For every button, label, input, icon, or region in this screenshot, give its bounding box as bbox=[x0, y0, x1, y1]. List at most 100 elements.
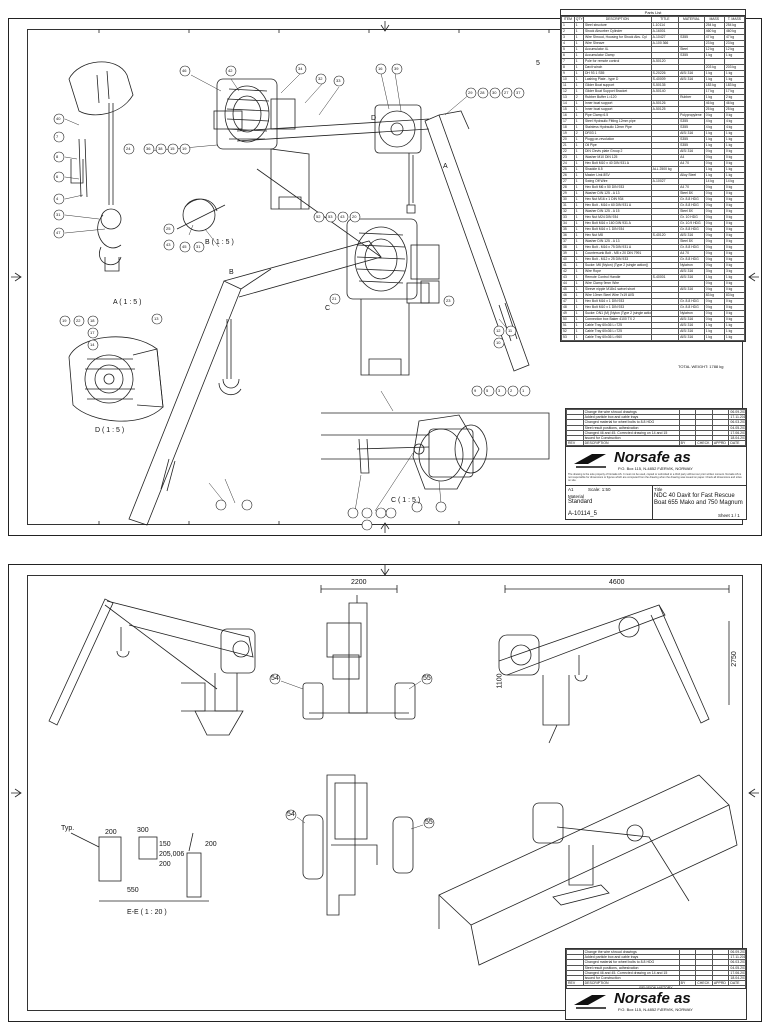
callout-number: 1 bbox=[522, 388, 525, 393]
parts-list-cell: 1 kg bbox=[703, 334, 725, 341]
material-label: Material bbox=[568, 494, 585, 499]
callout-number: 3 bbox=[498, 388, 501, 393]
divider bbox=[652, 485, 653, 519]
revision-cell: 17.11.2015 bbox=[728, 954, 746, 961]
revision-table-2: Change the wire shroud drawings06.09.201… bbox=[565, 948, 747, 993]
callout-number: 36 bbox=[146, 146, 151, 151]
revision-cell: 06.09.2015 bbox=[728, 408, 746, 416]
callout-number: 21 bbox=[332, 296, 337, 301]
callout-number: 42 bbox=[228, 68, 233, 73]
parts-list-table: Parts List ITEM QTY DESCRIPTION TITLE MA… bbox=[560, 9, 746, 342]
parts-list-cell: Wire Shroud, Housing for Shock Abs. Cyl bbox=[582, 34, 652, 41]
company-name: Norsafe as bbox=[614, 449, 691, 466]
sheet-tag: 5 bbox=[536, 60, 540, 67]
callout-number: 38 bbox=[158, 146, 163, 151]
dimension-detail-4: 200 bbox=[159, 861, 171, 868]
callout-number: 4 bbox=[56, 196, 59, 201]
callout-number: 17 bbox=[90, 330, 95, 335]
total-weight: TOTAL WEIGHT: 1788 kg bbox=[678, 364, 724, 369]
revision-cell: 06.09.2015 bbox=[728, 948, 746, 956]
revision-cell: 18.04.2014 bbox=[728, 434, 746, 442]
callout-55-right: 55 bbox=[423, 675, 431, 682]
callout-number: 20 bbox=[352, 214, 357, 219]
callout-number: 29 bbox=[468, 90, 473, 95]
revision-cell: Changed 46 and 45. Corrected drawing on … bbox=[582, 969, 680, 976]
section-letter-b: B bbox=[229, 269, 234, 276]
parts-list-cell: Sucke: M6 (Nylon) (Type 2 (single action… bbox=[582, 262, 652, 269]
callout-number: 53 bbox=[328, 214, 333, 219]
detail-d-label: D ( 1 : 5 ) bbox=[95, 427, 125, 434]
section-letter-c: C bbox=[325, 305, 331, 312]
revision-cell: 06.03.2016 bbox=[728, 959, 746, 966]
revision-cell: 04.05.2016 bbox=[728, 964, 746, 971]
dimension-detail-7: 205,006 bbox=[159, 851, 185, 858]
sheet-number: Sheet 1 / 1 bbox=[718, 513, 740, 518]
dimension-detail-5: 550 bbox=[127, 887, 139, 894]
parts-list-cell: Cable Tray 60x36 L=960 bbox=[582, 334, 652, 341]
callout-number: 22 bbox=[76, 318, 81, 323]
title-block-1: Norsafe as P.O. Box 115, N-4852 FÆRVIK, … bbox=[565, 446, 747, 520]
callout-number: 46 bbox=[182, 68, 187, 73]
drawing-number: A-10114_5 bbox=[568, 511, 597, 517]
callout-number: 33 bbox=[336, 78, 341, 83]
col-qty: QTY bbox=[573, 16, 584, 23]
parts-list-cell: Sucke: DN1 (M) (Nylon (Type 2 (single ac… bbox=[582, 310, 652, 317]
callout-number: 11 bbox=[508, 328, 513, 333]
section-letter-a: A bbox=[443, 163, 448, 170]
callout-number: 13 bbox=[154, 316, 159, 321]
callout-number: 18 bbox=[90, 318, 95, 323]
parts-list-cell: AISI 316 bbox=[678, 334, 705, 341]
title-label: Title bbox=[654, 487, 663, 492]
callout-number: 43 bbox=[340, 214, 345, 219]
callout-number: 31 bbox=[56, 212, 61, 217]
dimension-top-left: 2200 bbox=[351, 579, 367, 586]
dimension-detail-1: 300 bbox=[137, 827, 149, 834]
callout-number: 43 bbox=[166, 242, 171, 247]
callout-number: 9 bbox=[474, 388, 477, 393]
parts-list-cell: 1 kg bbox=[723, 334, 746, 341]
callout-number: 5 bbox=[486, 388, 489, 393]
material-value: Standard bbox=[568, 499, 593, 505]
callout-number: 15 bbox=[170, 146, 175, 151]
callout-number: 31 bbox=[196, 244, 201, 249]
company-address: P.O. Box 115, N-4852 FÆRVIK, NORWAY bbox=[618, 466, 693, 471]
section-letter-d: D bbox=[371, 115, 377, 122]
revision-cell: Changed 46 and 45. Corrected drawing on … bbox=[582, 429, 680, 436]
callout-number: 2 bbox=[510, 388, 513, 393]
drawing-sheet-2: 2200 4600 1100 2750 300 200 150 200 550 … bbox=[8, 564, 762, 1022]
callout-number: 39 bbox=[394, 66, 399, 71]
typ-label: Typ. bbox=[61, 825, 75, 832]
detail-c-label: C ( 1 : 5 ) bbox=[391, 497, 421, 504]
divider bbox=[566, 485, 746, 486]
dimension-top-right: 4600 bbox=[609, 579, 625, 586]
title-block-2: Norsafe as P.O. Box 115, N-4852 FÆRVIK, … bbox=[565, 988, 747, 1020]
callout-number: 34 bbox=[298, 66, 303, 71]
callout-number: 32 bbox=[318, 76, 323, 81]
drawing-title: NDC 40 Davit for Fast Rescue Boat 655 Ma… bbox=[654, 493, 743, 506]
sheet-size: A1 bbox=[568, 487, 574, 492]
norsafe-logo bbox=[574, 454, 606, 468]
detail-a-label: A ( 1 : 5 ) bbox=[113, 299, 142, 306]
dimension-detail-6: 200 bbox=[205, 841, 217, 848]
company-name: Norsafe as bbox=[614, 990, 691, 1007]
section-e-e-label: E-E ( 1 : 20 ) bbox=[127, 909, 167, 916]
parts-list-title: Parts List bbox=[561, 10, 745, 16]
callout-number: 24 bbox=[126, 146, 131, 151]
dimension-detail-2: 200 bbox=[105, 829, 117, 836]
callout-number: 27 bbox=[504, 90, 509, 95]
parts-list-cell: 53 bbox=[561, 334, 575, 341]
callout-number: 6 bbox=[56, 174, 59, 179]
company-address: P.O. Box 115, N-4852 FÆRVIK, NORWAY bbox=[618, 1007, 693, 1012]
parts-list-cell: 1 bbox=[573, 334, 584, 341]
drawing-scale: Scale: 1:50 bbox=[588, 487, 611, 492]
parts-list-cell: Countersunk Bolt - M8 x 20 DIN 7991 bbox=[582, 250, 652, 257]
